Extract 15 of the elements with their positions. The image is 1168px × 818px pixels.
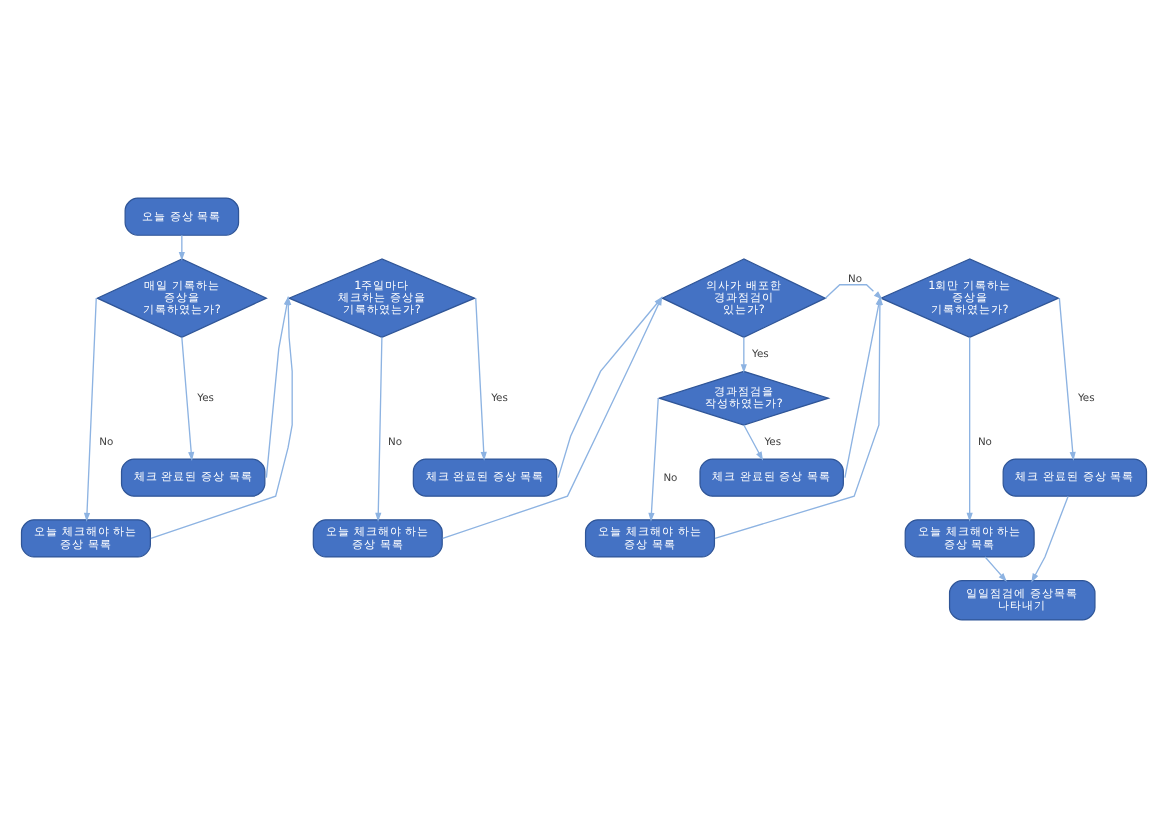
arrow: [648, 397, 659, 522]
arrow: [966, 336, 973, 522]
arrow: [181, 336, 195, 461]
arrow: [83, 297, 97, 522]
arrow: [1058, 297, 1076, 461]
arrow: [557, 296, 663, 479]
arrow: [824, 284, 883, 300]
arrow: [375, 336, 383, 522]
arrow: [1031, 495, 1069, 583]
arrow: [442, 296, 663, 540]
arrow: [740, 336, 747, 374]
arrow: [178, 234, 185, 261]
arrow: [475, 297, 487, 461]
arrow: [984, 556, 1007, 582]
arrow: [743, 424, 764, 461]
